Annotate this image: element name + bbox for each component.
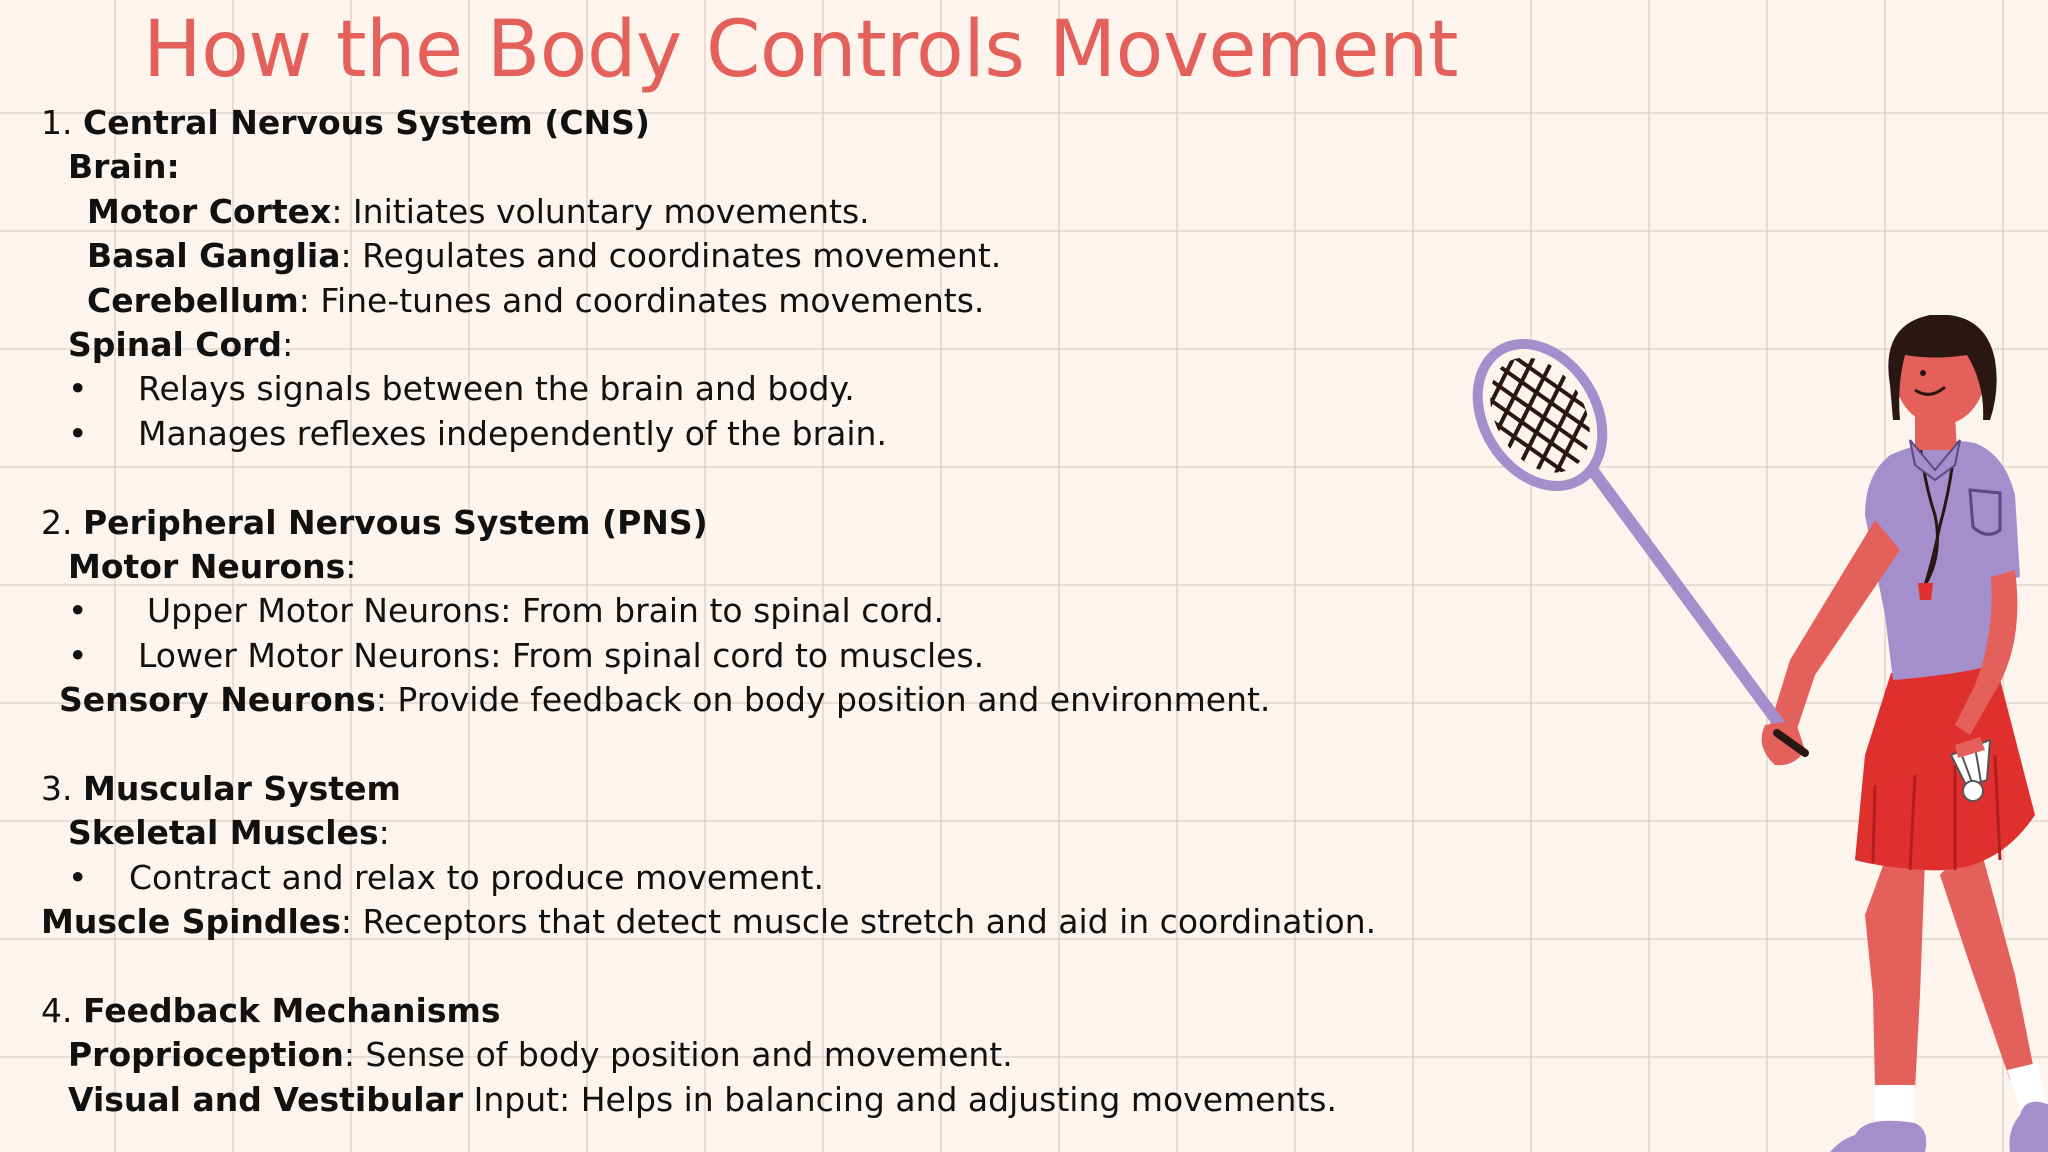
head: [1888, 315, 1997, 425]
section-number: 3.: [41, 768, 73, 808]
bullet-icon: •: [68, 413, 88, 453]
bullet-item: •Contract and relax to produce movement.: [0, 856, 1400, 900]
section-heading-feedback: 4. Feedback Mechanisms: [0, 989, 1400, 1033]
section-number: 4.: [41, 990, 73, 1030]
bullet-icon: •: [68, 369, 88, 409]
racket-icon: [1469, 339, 1786, 731]
section-heading-cns: 1. Central Nervous System (CNS): [0, 101, 1400, 145]
bullet-icon: •: [68, 591, 88, 631]
skirt: [1855, 660, 2035, 871]
shirt: [1865, 440, 2020, 680]
subheading-motor-neurons: Motor Neurons:: [68, 546, 357, 586]
section-title: Central Nervous System (CNS): [83, 103, 651, 142]
item-visual-vestibular: Visual and Vestibular Input: Helps in ba…: [68, 1079, 1337, 1119]
bullet-icon: •: [68, 635, 88, 675]
section-number: 1.: [41, 103, 73, 142]
section-heading-muscular: 3. Muscular System: [0, 767, 1400, 811]
item-cerebellum: Cerebellum: Fine-tunes and coordinates m…: [87, 280, 985, 320]
section-heading-pns: 2. Peripheral Nervous System (PNS): [0, 501, 1400, 545]
bullet-item: •Upper Motor Neurons: From brain to spin…: [0, 589, 1400, 633]
item-muscle-spindles: Muscle Spindles: Receptors that detect m…: [41, 902, 1377, 942]
item-basal-ganglia: Basal Ganglia: Regulates and coordinates…: [87, 236, 1002, 276]
badminton-player-illustration: [1469, 315, 2048, 1152]
shuttlecock-icon: [1949, 737, 1992, 802]
arm-right: [1955, 570, 2018, 735]
bullet-item: •Relays signals between the brain and bo…: [0, 367, 1400, 411]
leg-left: [1830, 860, 1927, 1152]
item-motor-cortex: Motor Cortex: Initiates voluntary moveme…: [87, 191, 870, 231]
section-title: Peripheral Nervous System (PNS): [83, 502, 708, 542]
bullet-item: •Manages reflexes independently of the b…: [0, 412, 1400, 456]
bullet-icon: •: [68, 857, 88, 897]
arm-left: [1770, 520, 1900, 735]
section-title: Feedback Mechanisms: [83, 990, 501, 1030]
subheading-brain: Brain:: [68, 147, 180, 187]
content-list: 1. Central Nervous System (CNS) Brain: M…: [0, 101, 1400, 1122]
section-number: 2.: [41, 502, 73, 542]
section-title: Muscular System: [83, 768, 401, 808]
item-sensory-neurons: Sensory Neurons: Provide feedback on bod…: [59, 680, 1271, 720]
subheading-spinal-cord: Spinal Cord:: [68, 324, 294, 364]
leg-right: [1940, 835, 2048, 1152]
bullet-item: •Lower Motor Neurons: From spinal cord t…: [0, 634, 1400, 678]
slide-title: How the Body Controls Movement: [143, 5, 1459, 95]
subheading-skeletal-muscles: Skeletal Muscles:: [68, 813, 390, 853]
item-proprioception: Proprioception: Sense of body position a…: [68, 1035, 1013, 1075]
